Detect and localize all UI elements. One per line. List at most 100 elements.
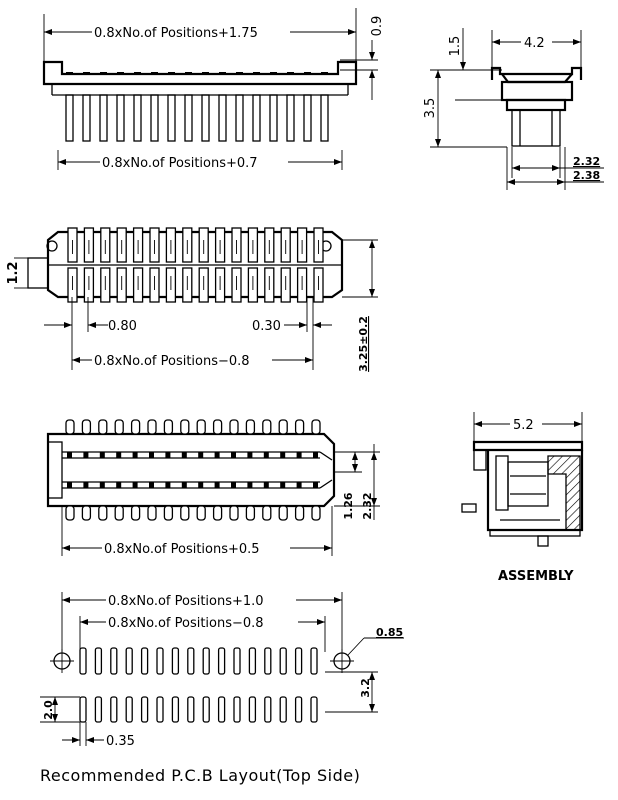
pcb-pad xyxy=(110,647,118,675)
contact-dash xyxy=(151,72,158,75)
contact-dash xyxy=(214,482,220,488)
contact-dash xyxy=(219,72,226,75)
contact-dash xyxy=(185,72,192,75)
front-width-label: 0.8xNo.of Positions+1.75 xyxy=(94,26,258,41)
top-view: 1.2 3.25±0.2 0.80 0.30 0.8xNo xyxy=(6,227,378,372)
pcb-pad xyxy=(279,647,287,675)
bottom-pin xyxy=(262,505,272,521)
bottom-pin xyxy=(262,419,272,435)
pcb-row-gap-label: 3.2 xyxy=(359,678,372,698)
front-view: 0.8xNo.of Positions+1.75 0.9 0.8xNo.of P… xyxy=(42,8,385,171)
pcb-pad xyxy=(294,647,303,675)
pcb-pad xyxy=(79,696,87,723)
top-pin-width-label: 0.30 xyxy=(252,319,281,334)
assembly-view: 5.2 ASSEMBLY xyxy=(461,412,584,584)
front-pin xyxy=(150,94,159,142)
pcb-pad xyxy=(79,647,87,675)
side-label-a: 2.32 xyxy=(573,155,600,168)
contact-dash xyxy=(253,72,260,75)
pcb-pad xyxy=(171,696,180,723)
front-pin xyxy=(320,94,329,142)
contact-dash xyxy=(67,482,72,488)
side-width-label: 4.2 xyxy=(524,36,545,51)
front-pin xyxy=(184,94,193,142)
top-span-label: 0.8xNo.of Positions−0.8 xyxy=(94,354,250,369)
pcb-pad xyxy=(279,696,287,723)
contact-dash xyxy=(270,72,277,75)
bottom-pin xyxy=(65,505,75,521)
contact-dash xyxy=(83,72,90,75)
bottom-label-a: 1.26 xyxy=(342,492,355,519)
contact-dash xyxy=(231,482,236,488)
contact-dash xyxy=(134,72,141,75)
bottom-pin xyxy=(245,419,256,435)
contact-dash xyxy=(198,452,204,458)
pcb-pad xyxy=(140,647,149,675)
top-left-label: 1.2 xyxy=(6,261,21,284)
contact-dash xyxy=(214,452,220,458)
bottom-pin xyxy=(147,419,157,435)
front-pin xyxy=(269,94,278,142)
contact-dash xyxy=(236,72,243,75)
bottom-pin xyxy=(147,505,157,521)
bottom-pin xyxy=(278,419,288,435)
bottom-pin xyxy=(98,505,108,521)
contact-dash xyxy=(202,72,209,75)
pcb-pad xyxy=(310,696,318,723)
contact-dash xyxy=(313,482,318,488)
pcb-pad xyxy=(310,647,318,675)
contact-dash xyxy=(67,452,72,458)
pcb-pad xyxy=(248,647,257,675)
side-view: 4.2 1.5 3.5 2.32 2.38 xyxy=(423,28,604,190)
contact-dash xyxy=(247,482,253,488)
bottom-pin xyxy=(196,505,206,521)
pcb-pad xyxy=(217,696,226,723)
bottom-pin xyxy=(114,505,124,521)
bottom-pin xyxy=(114,419,124,435)
contact-dash xyxy=(231,452,236,458)
front-pin xyxy=(65,94,74,142)
contact-dash xyxy=(304,72,311,75)
bottom-pin xyxy=(81,505,92,521)
front-pin xyxy=(99,94,108,142)
contact-dash xyxy=(66,72,73,75)
pcb-pad xyxy=(140,696,149,723)
assembly-caption: ASSEMBLY xyxy=(498,569,574,584)
bottom-pin xyxy=(180,505,190,521)
front-pin xyxy=(201,94,210,142)
pcb-pad xyxy=(217,647,226,675)
contact-dash xyxy=(165,452,171,458)
assembly-width-label: 5.2 xyxy=(513,418,534,433)
bottom-pin xyxy=(212,419,223,435)
contact-dash xyxy=(263,482,269,488)
pcb-pad xyxy=(264,647,272,675)
bottom-pin xyxy=(130,505,141,521)
front-lower-label: 0.8xNo.of Positions+0.7 xyxy=(102,156,258,171)
bottom-width-label: 0.8xNo.of Positions+0.5 xyxy=(104,542,260,557)
bottom-pin xyxy=(294,419,305,435)
bottom-pin xyxy=(229,419,239,435)
contact-dash xyxy=(116,452,122,458)
contact-dash xyxy=(117,72,124,75)
contact-dash xyxy=(181,452,187,458)
top-pitch-label: 0.80 xyxy=(108,319,137,334)
side-height-label: 3.5 xyxy=(423,98,438,119)
front-pin xyxy=(235,94,244,142)
bottom-pin xyxy=(98,419,108,435)
pcb-inner-label: 0.8xNo.of Positions−0.8 xyxy=(108,616,264,631)
bottom-pin xyxy=(163,419,174,435)
bottom-pin xyxy=(130,419,141,435)
pcb-pad xyxy=(264,696,272,723)
bottom-pin xyxy=(311,419,321,435)
contact-dash xyxy=(149,452,154,458)
contact-dash xyxy=(198,482,204,488)
bottom-label-b: 2.32 xyxy=(361,492,374,519)
pcb-pad xyxy=(125,647,133,675)
contact-dash xyxy=(280,452,286,458)
front-pin xyxy=(116,94,125,142)
contact-dash xyxy=(116,482,122,488)
contact-dash xyxy=(313,452,318,458)
contact-dash xyxy=(296,482,302,488)
contact-dash xyxy=(83,482,89,488)
